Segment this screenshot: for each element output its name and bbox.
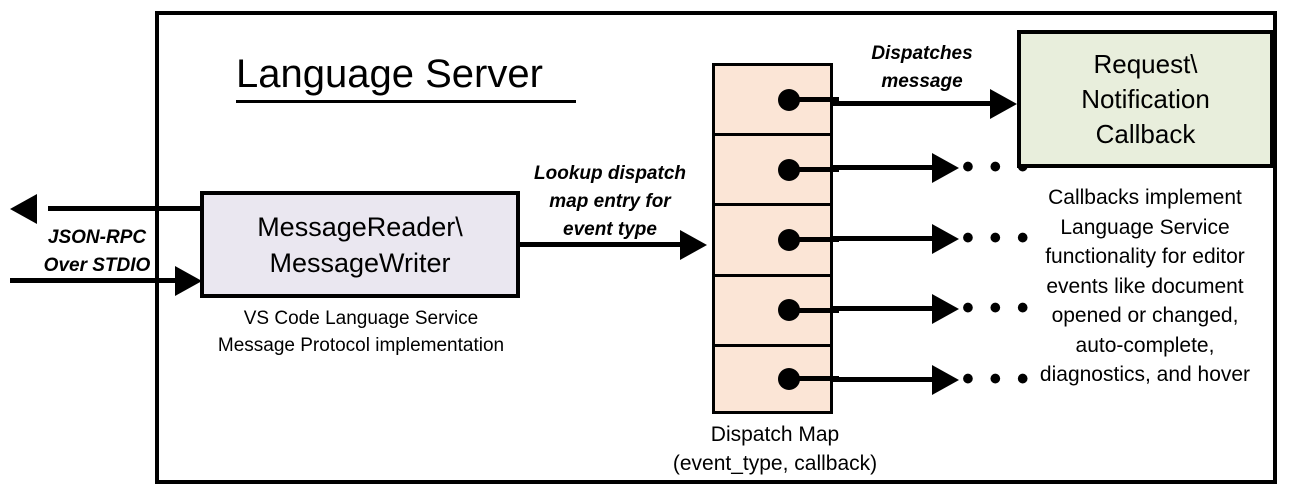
message-caption-line2: Message Protocol implementation (217, 335, 505, 356)
outbound-arrow-head-icon (10, 193, 37, 224)
dispatch-row3-arrow-line (833, 236, 935, 241)
row-connector-line (789, 237, 839, 243)
dispatch-caption-line1: Dispatch Map (710, 423, 840, 446)
dispatch-map-row[interactable] (712, 203, 839, 274)
callback-caption-line5: opened or changed, (1051, 304, 1239, 327)
dispatch-row2-arrow-line (833, 165, 935, 170)
dispatch-row4-arrow-head-icon (932, 293, 959, 324)
message-box-line2: MessageWriter (269, 247, 451, 278)
lookup-label-line3: event type (563, 219, 657, 240)
dispatch-caption-line2: (event_type, callback) (672, 452, 878, 475)
callback-caption-line4: events like document (1046, 274, 1244, 298)
lookup-label: Lookup dispatch map entry for event type (515, 160, 705, 244)
callback-caption-line2: Language Service (1060, 215, 1230, 239)
message-caption-line1: VS Code Language Service (243, 308, 479, 329)
jsonrpc-label-line2: Over STDIO (43, 255, 151, 276)
jsonrpc-label: JSON-RPC Over STDIO (22, 224, 172, 280)
callback-box-line3: Callback (1095, 118, 1196, 149)
lookup-arrow-line (520, 242, 682, 247)
dispatch-row5-arrow-line (833, 377, 935, 382)
callback-caption-line7: diagnostics, and hover (1039, 363, 1251, 386)
callback-box-line2: Notification (1081, 83, 1210, 114)
inbound-arrow-head-icon (175, 265, 202, 296)
row-connector-line (789, 307, 839, 313)
message-box-line1: MessageReader\ (257, 211, 463, 242)
dispatch-map-row[interactable] (712, 273, 839, 344)
dispatch-row5-arrow-head-icon (932, 364, 959, 395)
callback-caption-line1: Callbacks implement (1048, 186, 1242, 209)
lookup-label-line2: map entry for (549, 191, 671, 212)
dispatch-map-caption: Dispatch Map (event_type, callback) (640, 420, 910, 478)
row-connector-line (789, 376, 839, 382)
message-box-caption: VS Code Language Service Message Protoco… (170, 305, 552, 359)
row-connector-line (789, 97, 839, 103)
dispatch-row4-arrow-line (833, 306, 935, 311)
jsonrpc-label-line1: JSON-RPC (47, 227, 147, 248)
dispatch-row1-arrow-head-icon (990, 88, 1017, 119)
message-reader-writer-label: MessageReader\ MessageWriter (257, 209, 463, 281)
dispatches-label-line2: message (881, 71, 963, 92)
inbound-arrow-line (10, 278, 192, 283)
dispatch-row2-arrow-head-icon (932, 152, 959, 183)
callback-box-caption: Callbacks implement Language Service fun… (1012, 183, 1278, 390)
callback-box-label: Request\ Notification Callback (1081, 47, 1210, 152)
dispatch-map-row[interactable] (712, 133, 839, 204)
dispatch-row1-arrow-line (833, 101, 993, 106)
language-server-frame (155, 11, 1277, 484)
dispatches-label-line1: Dispatches (871, 43, 973, 64)
callback-box-line1: Request\ (1093, 48, 1198, 79)
dispatch-map-row[interactable] (712, 343, 839, 414)
request-notification-callback-box[interactable]: Request\ Notification Callback (1017, 30, 1274, 168)
dispatch-row3-arrow-head-icon (932, 223, 959, 254)
lookup-arrow-head-icon (680, 229, 707, 260)
row-connector-line (789, 167, 839, 173)
dispatch-map-row[interactable] (712, 63, 839, 134)
lookup-label-line1: Lookup dispatch (534, 163, 686, 184)
dispatch-map (712, 63, 839, 414)
callback-caption-line3: functionality for editor (1045, 245, 1245, 268)
message-reader-writer-box[interactable]: MessageReader\ MessageWriter (200, 191, 520, 298)
page-title: Language Server (236, 50, 576, 103)
callback-caption-line6: auto-complete, (1075, 333, 1215, 357)
dispatches-message-label: Dispatches message (832, 40, 1012, 96)
